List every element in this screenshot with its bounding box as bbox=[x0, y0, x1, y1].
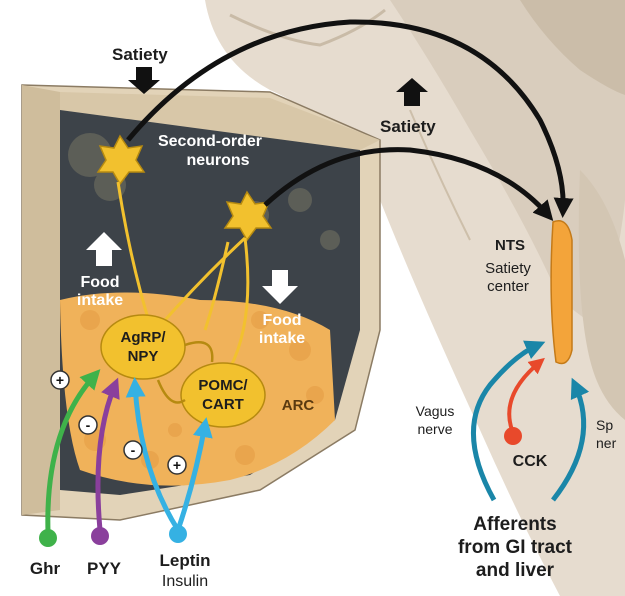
spinal-label-1: Sp bbox=[596, 417, 613, 433]
spinal-label-2: ner bbox=[596, 435, 617, 451]
nts-label: NTS bbox=[495, 237, 525, 254]
cck-label: CCK bbox=[513, 453, 548, 470]
pomc-cart-neuron: POMC/ CART bbox=[181, 363, 265, 427]
vagus-label-1: Vagus bbox=[416, 403, 455, 419]
leptin-plus-badge: + bbox=[168, 456, 186, 474]
leptin-minus-badge: - bbox=[124, 441, 142, 459]
agrp-npy-neuron: AgRP/ NPY bbox=[101, 315, 185, 379]
ghrelin-plus-badge: + bbox=[51, 371, 69, 389]
ghr-label: Ghr bbox=[30, 559, 61, 578]
cck-source bbox=[504, 427, 522, 445]
satiety-center-label-1: Satiety bbox=[485, 260, 531, 277]
svg-text:-: - bbox=[86, 417, 91, 433]
agrp-label: AgRP/ bbox=[121, 329, 167, 346]
food-intake-up-label-1: Food bbox=[80, 274, 119, 291]
nts-satiety-center bbox=[551, 221, 572, 364]
vagus-label-2: nerve bbox=[417, 421, 452, 437]
leptin-source bbox=[169, 525, 187, 543]
svg-text:+: + bbox=[56, 372, 64, 388]
food-intake-down-label-2: intake bbox=[259, 330, 305, 347]
food-intake-up-label-2: intake bbox=[77, 292, 123, 309]
food-intake-down-label-1: Food bbox=[262, 312, 301, 329]
npy-label: NPY bbox=[128, 348, 159, 365]
afferents-label-1: Afferents bbox=[473, 514, 556, 535]
arc-label: ARC bbox=[282, 397, 315, 414]
svg-text:-: - bbox=[131, 442, 136, 458]
afferents-label-2: from GI tract bbox=[458, 537, 573, 558]
second-order-label: Second-order bbox=[158, 133, 262, 150]
satiety-label-right: Satiety bbox=[380, 117, 436, 136]
satiety-center-label-2: center bbox=[487, 278, 529, 295]
neurons-label: neurons bbox=[186, 152, 249, 169]
pyy-source bbox=[91, 527, 109, 545]
leptin-label: Leptin bbox=[160, 551, 211, 570]
pyy-label: PYY bbox=[87, 559, 122, 578]
afferents-label-3: and liver bbox=[476, 560, 555, 581]
cart-label: CART bbox=[202, 396, 244, 413]
insulin-label: Insulin bbox=[162, 573, 208, 590]
pomc-label: POMC/ bbox=[198, 377, 248, 394]
pyy-minus-badge: - bbox=[79, 416, 97, 434]
svg-text:+: + bbox=[173, 457, 181, 473]
satiety-label-top: Satiety bbox=[112, 45, 168, 64]
ghrelin-source bbox=[39, 529, 57, 547]
